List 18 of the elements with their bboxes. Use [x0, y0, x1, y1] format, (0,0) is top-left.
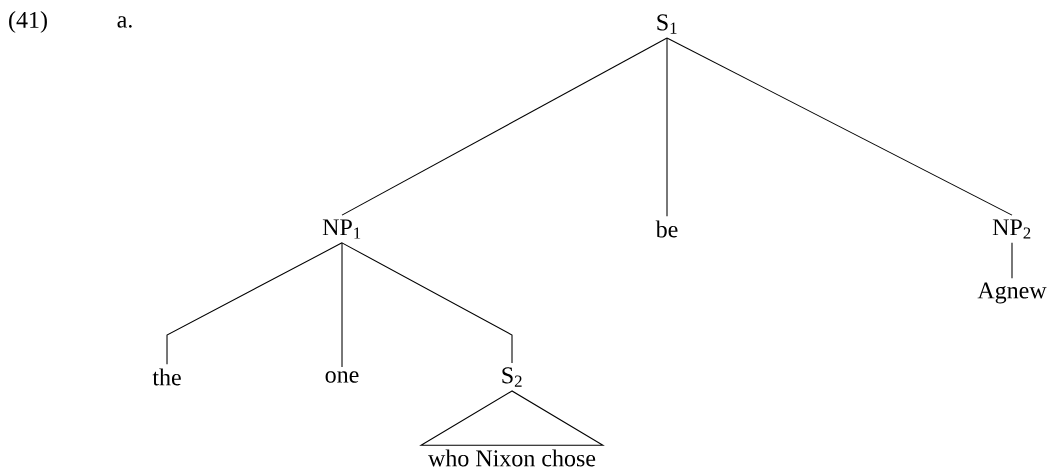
tree-label: the	[152, 368, 181, 386]
tree-branch	[341, 242, 513, 364]
tree-label: S$_{2}$	[502, 367, 522, 387]
tree-label: be	[655, 220, 678, 238]
tree-label: S$_{1}$	[657, 14, 677, 34]
tree-branch	[666, 37, 668, 217]
tree-branch	[341, 37, 668, 216]
tree-branch	[1011, 242, 1013, 279]
sub-label: a.	[117, 16, 132, 28]
tree-label: NP$_{1}$	[322, 219, 361, 239]
tree-label: who Nixon chose	[428, 449, 596, 467]
tree-label: NP$_{2}$	[992, 219, 1031, 239]
tree-branch	[666, 37, 1013, 216]
tree-label: Agnew	[977, 282, 1047, 304]
tree-label: one	[325, 371, 359, 383]
tree-branch	[341, 242, 343, 368]
example-number: (41)	[9, 11, 47, 33]
tree-branch	[166, 242, 343, 365]
